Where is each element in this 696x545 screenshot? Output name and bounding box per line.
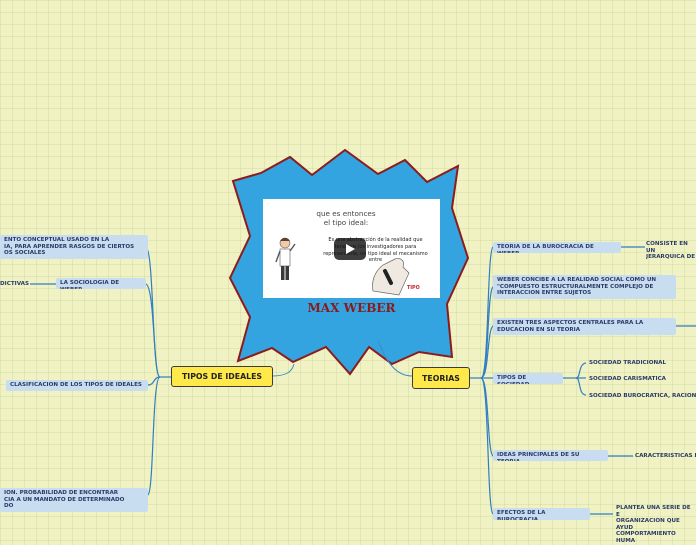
right-subnode-sociedad-burocratica[interactable]: SOCIEDAD BUROCRATICA, RACIONA	[589, 393, 696, 400]
right-subnode-consiste[interactable]: CONSISTE EN UN JERARQUICA DE	[646, 241, 696, 261]
right-subnode-caracteristicas[interactable]: CARACTERISTICAS DE	[635, 453, 696, 460]
right-subnode-plantea[interactable]: PLANTEA UNA SERIE DE E ORGANIZACION QUE …	[616, 505, 696, 545]
left-node-dominacion[interactable]: ION. PROBABILIDAD DE ENCONTRAR CIA A UN …	[0, 488, 148, 512]
play-icon[interactable]	[334, 238, 366, 260]
right-node-ideas-principales[interactable]: IDEAS PRINCIPALES DE SU TEORIA	[493, 450, 608, 461]
right-node-tipos-sociedad[interactable]: TIPOS DE SOCIEDAD	[493, 373, 563, 384]
left-subnode-dictivas[interactable]: DICTIVAS	[0, 281, 32, 288]
left-node-clasificacion[interactable]: CLASIFICACION DE LOS TIPOS DE IDEALES	[6, 380, 148, 391]
right-node-efectos-burocracia[interactable]: EFECTOS DE LA BUROCRACIA	[493, 508, 590, 520]
central-title: MAX WEBER	[263, 301, 440, 315]
right-subnode-sociedad-carismatica[interactable]: SOCIEDAD CARISMATICA	[589, 376, 689, 383]
right-subnode-sociedad-tradicional[interactable]: SOCIEDAD TRADICIONAL	[589, 360, 689, 367]
right-node-realidad-social[interactable]: WEBER CONCIBE A LA REALIDAD SOCIAL COMO …	[493, 275, 676, 299]
right-node-teoria-burocracia[interactable]: TEORIA DE LA BUROCRACIA DE WEBER	[493, 242, 621, 253]
main-topic-tipos-de-ideales[interactable]: TIPOS DE IDEALES	[171, 366, 273, 387]
main-topic-teorias[interactable]: TEORIAS	[412, 367, 470, 389]
right-node-tres-aspectos[interactable]: EXISTEN TRES ASPECTOS CENTRALES PARA LA …	[493, 318, 676, 335]
video-watermark: TIPO	[407, 286, 420, 291]
left-node-concepto[interactable]: ENTO CONCEPTUAL USADO EN LA IA, PARA APR…	[0, 235, 148, 259]
left-node-sociologia-weber[interactable]: LA SOCIOLOGIA DE WEBER	[56, 278, 146, 289]
